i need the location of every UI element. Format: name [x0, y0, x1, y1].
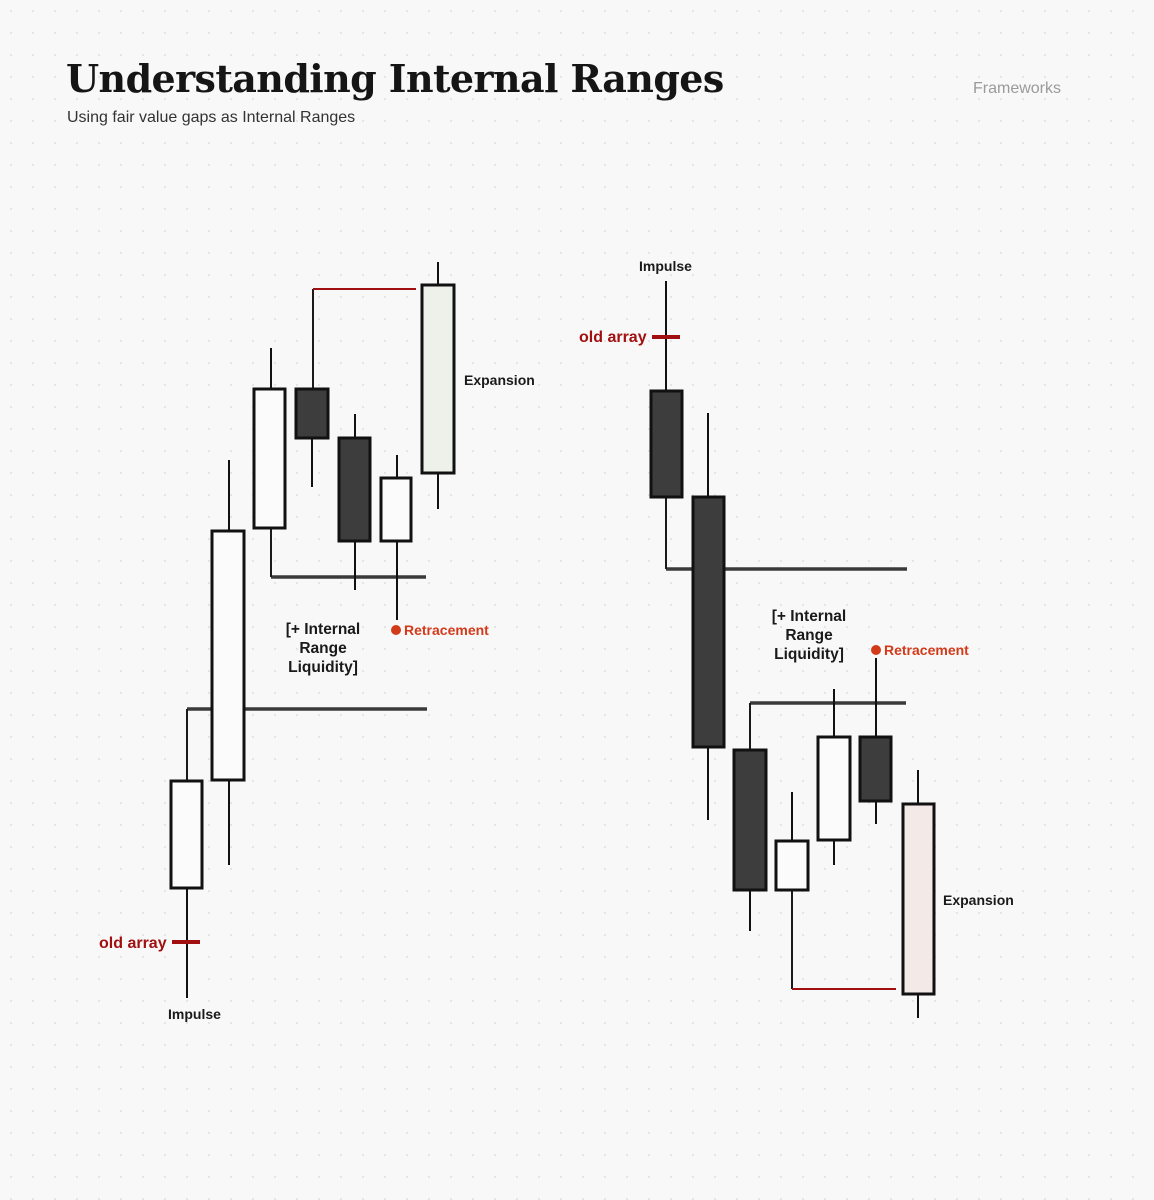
right-candles — [649, 281, 936, 1018]
brand-label: Frameworks — [973, 80, 1062, 97]
right-internal-range-label-2: Range — [785, 627, 833, 644]
left-internal-range-label-3: Liquidity] — [288, 659, 358, 676]
left-candle-5 — [337, 414, 372, 590]
left-candle-retracement — [379, 455, 413, 620]
right-candle-2 — [691, 413, 726, 820]
left-candle-2-body — [210, 529, 246, 782]
right-candle-expansion-body — [901, 802, 936, 996]
left-old-array-label: old array — [99, 935, 167, 952]
right-candle-3 — [732, 748, 768, 931]
right-retracement-label: Retracement — [884, 642, 969, 658]
left-expansion-label: Expansion — [464, 372, 535, 388]
left-candle-expansion-body — [420, 283, 456, 475]
left-candle-expansion — [420, 262, 456, 509]
left-retracement-label: Retracement — [404, 622, 489, 638]
left-internal-range-label-1: [+ Internal — [286, 621, 361, 638]
left-candle-2 — [210, 460, 246, 865]
left-impulse-label: Impulse — [168, 1006, 221, 1022]
left-candles — [169, 262, 456, 998]
right-candle-impulse-body — [649, 389, 684, 499]
right-retracement-dot — [871, 645, 881, 655]
right-candle-3-body — [732, 748, 768, 892]
left-candle-3-body — [252, 387, 287, 530]
right-candle-retracement — [858, 658, 893, 824]
right-candle-4 — [774, 792, 810, 892]
left-internal-range-label-2: Range — [299, 640, 347, 657]
left-candle-4 — [294, 387, 330, 487]
right-candle-impulse — [649, 281, 684, 499]
right-expansion-label: Expansion — [943, 892, 1014, 908]
right-candle-expansion — [901, 770, 936, 1018]
right-old-array-label: old array — [579, 329, 647, 346]
left-candle-5-body — [337, 436, 372, 543]
left-candle-impulse — [169, 779, 204, 998]
right-diagram: Impulse old array [+ Internal Range Liqu… — [579, 258, 1014, 1018]
right-internal-range-label-3: Liquidity] — [774, 646, 844, 663]
right-internal-range-label-1: [+ Internal — [772, 608, 847, 625]
right-candle-2-body — [691, 495, 726, 749]
left-diagram: Expansion [+ Internal Range Liquidity] R… — [99, 262, 535, 1022]
left-candle-3 — [252, 348, 287, 530]
left-retracement-dot — [391, 625, 401, 635]
right-candle-4-body — [774, 839, 810, 892]
left-candle-4-body — [294, 387, 330, 440]
right-impulse-label: Impulse — [639, 258, 692, 274]
left-candle-impulse-body — [169, 779, 204, 890]
right-candle-5 — [816, 689, 852, 865]
page-subtitle: Using fair value gaps as Internal Ranges — [67, 109, 356, 126]
page-title: Understanding Internal Ranges — [66, 56, 724, 101]
left-candle-retracement-body — [379, 476, 413, 543]
right-candle-retracement-body — [858, 735, 893, 803]
right-candle-5-body — [816, 735, 852, 842]
